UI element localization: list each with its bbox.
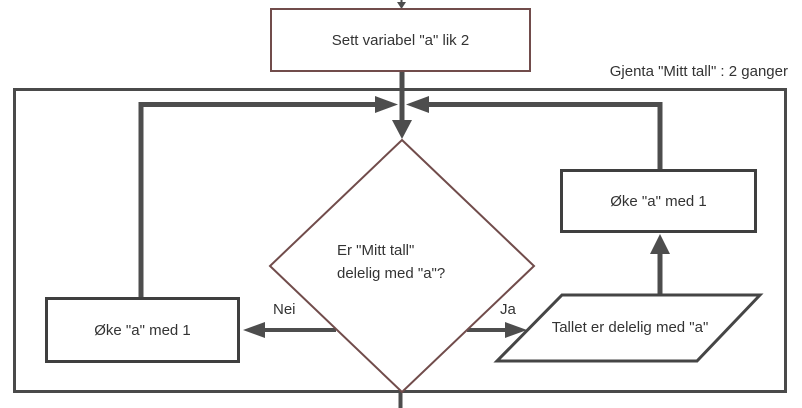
nei-label: Nei <box>273 301 296 318</box>
arrowhead-decision-down-icon <box>392 120 412 139</box>
arrowhead-entry-down-icon <box>397 2 406 9</box>
increment-box-right-label: Øke "a" med 1 <box>610 192 707 210</box>
decision-label-line2: delelig med "a"? <box>337 265 446 282</box>
increment-box-left-label: Øke "a" med 1 <box>94 321 191 339</box>
arrowhead-increment-up-icon <box>650 234 670 254</box>
decision-label-line1: Er "Mitt tall" <box>337 242 415 259</box>
arrowhead-left-loop-right-icon <box>375 96 398 113</box>
arrowhead-ja-right-icon <box>505 322 527 338</box>
increment-box-right: Øke "a" med 1 <box>560 169 757 233</box>
arrowhead-right-loop-left-icon <box>406 96 429 113</box>
connector-loopback-right <box>429 102 663 170</box>
increment-box-left: Øke "a" med 1 <box>45 297 240 363</box>
start-box-label: Sett variabel "a" lik 2 <box>331 31 470 49</box>
start-box: Sett variabel "a" lik 2 <box>270 8 531 72</box>
output-parallelogram <box>493 293 764 363</box>
connector-loopback-left <box>138 102 375 300</box>
output-label: Tallet er delelig med "a" <box>551 319 709 336</box>
loop-label: Gjenta "Mitt tall" : 2 ganger <box>609 63 788 80</box>
decision-label: Er "Mitt tall" delelig med "a"? <box>337 239 445 285</box>
ja-label: Ja <box>500 301 516 318</box>
decision-diamond <box>268 138 536 394</box>
arrowhead-nei-left-icon <box>243 322 265 338</box>
